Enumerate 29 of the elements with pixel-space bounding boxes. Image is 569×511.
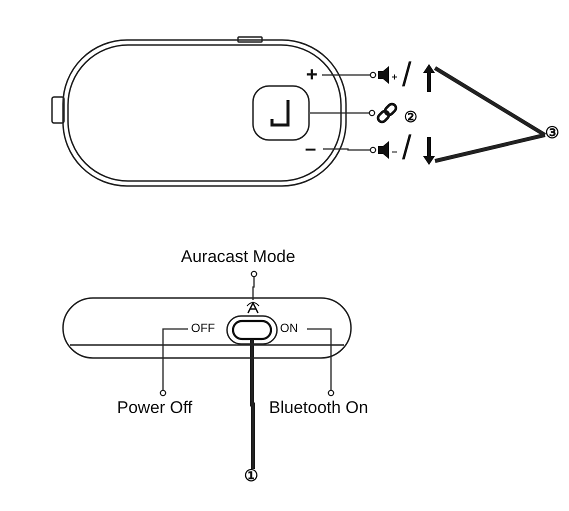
leader-line (322, 72, 376, 78)
callout-line (434, 66, 546, 137)
callout-line (434, 133, 546, 163)
function-label: Bluetooth On (269, 399, 368, 416)
callout-number: ① (244, 469, 258, 485)
leader-line (307, 328, 334, 396)
down-arrow-icon (423, 137, 435, 165)
broadcast-icon (246, 301, 260, 314)
multifunction-button (252, 85, 310, 141)
mode-label: Auracast Mode (181, 248, 296, 265)
slash-separator: / (402, 58, 412, 92)
slash-separator: / (402, 131, 412, 165)
leader-line (160, 328, 188, 396)
callout-number: ② (404, 110, 417, 125)
leader-line (323, 146, 376, 154)
callout-line (250, 340, 255, 469)
up-arrow-icon (423, 64, 435, 92)
plus-sign: + (306, 65, 318, 85)
link-icon (376, 102, 398, 124)
leader-line (250, 270, 258, 300)
volume-up-icon (377, 66, 399, 84)
volume-down-icon (377, 141, 399, 159)
callout-number: ③ (545, 126, 559, 142)
minus-sign: – (305, 139, 316, 159)
switch-position-text: OFF (191, 322, 215, 334)
switch-position-text: ON (280, 322, 298, 334)
function-label: Power Off (117, 399, 192, 416)
slide-switch (232, 320, 272, 340)
leader-line (310, 110, 376, 116)
